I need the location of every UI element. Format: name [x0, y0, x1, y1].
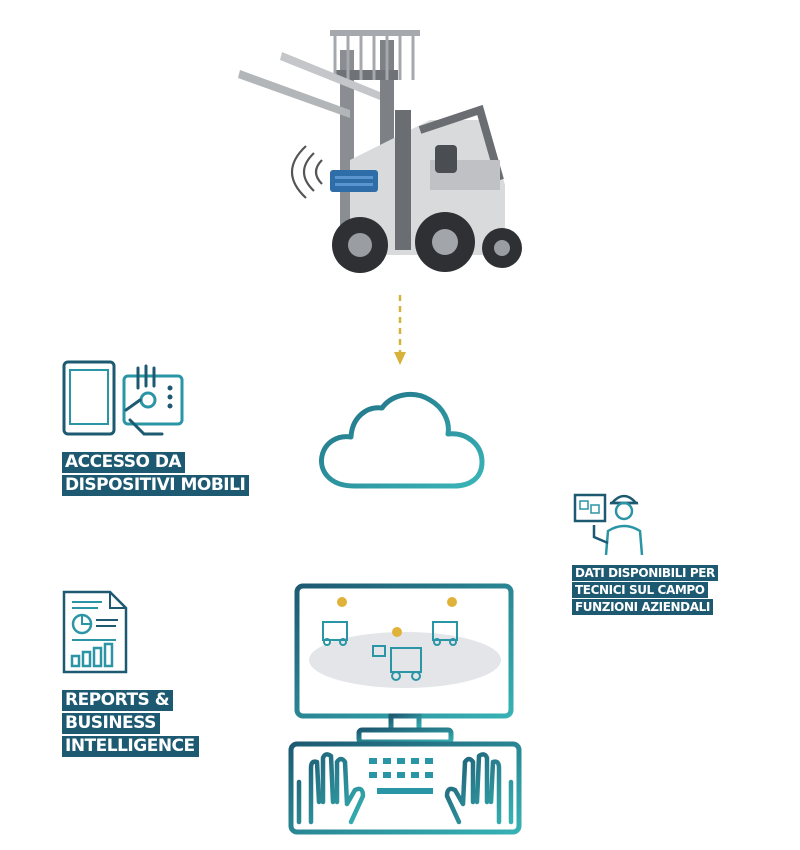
- reports-label: REPORTS & BUSINESS INTELLIGENCE: [62, 690, 199, 759]
- mobile-access-line-1: ACCESSO DA: [62, 452, 186, 473]
- computer-workstation-icon: [288, 583, 522, 835]
- reports-line-2: BUSINESS: [62, 713, 160, 734]
- mobile-access-line-2: DISPOSITIVI MOBILI: [62, 475, 250, 496]
- mobile-access-label: ACCESSO DA DISPOSITIVI MOBILI: [62, 452, 250, 498]
- technicians-line-3: FUNZIONI AZIENDALI: [572, 599, 713, 615]
- dashed-arrow-icon: [394, 295, 406, 365]
- technicians-line-1: DATI DISPONIBILI PER: [572, 565, 718, 581]
- reports-line-3: INTELLIGENCE: [62, 736, 199, 757]
- tablet-and-hand-icon: [62, 360, 184, 436]
- technicians-label: DATI DISPONIBILI PER TECNICI SUL CAMPO F…: [572, 565, 718, 616]
- cloud-icon: [318, 391, 485, 489]
- technicians-line-2: TECNICI SUL CAMPO: [572, 582, 708, 598]
- forklift-icon: [238, 30, 522, 273]
- reports-line-1: REPORTS &: [62, 690, 174, 711]
- report-document-icon: [62, 590, 128, 674]
- technician-icon: [573, 493, 644, 556]
- forklift-illustration: [238, 30, 522, 273]
